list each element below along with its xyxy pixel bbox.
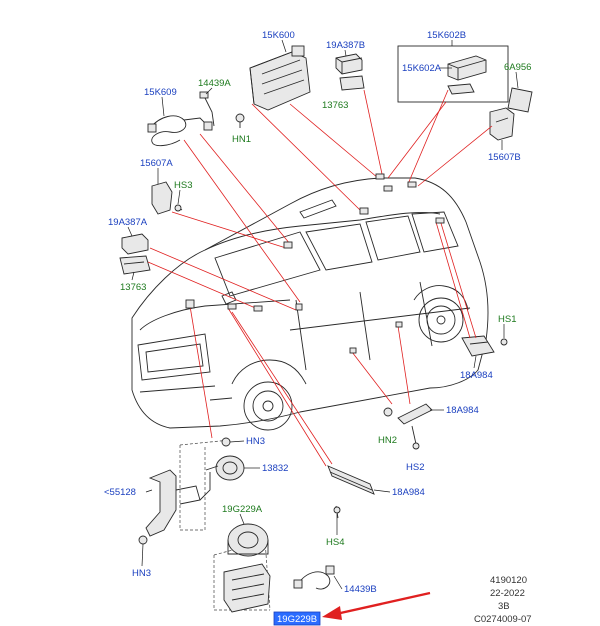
module-15K602A [397, 45, 509, 103]
module-19A387B [335, 53, 365, 91]
bracket-55128 [138, 469, 201, 545]
harness-14439A [199, 91, 215, 127]
cable-18A984-mid [383, 403, 433, 450]
label-14439A: 14439A [198, 78, 231, 89]
label-13763-top: 13763 [322, 100, 348, 111]
module-15K600 [249, 45, 311, 111]
highlighted-part-19G229B[interactable]: 19G229B [273, 611, 321, 626]
footer-line-4: C0274009-07 [474, 614, 532, 625]
label-19G229B: 19G229B [277, 614, 317, 625]
label-ticks [127, 39, 519, 590]
cable-18A984-bottom [327, 465, 375, 519]
footer-line-2: 22-2022 [490, 588, 525, 599]
label-15607A: 15607A [140, 158, 173, 169]
footer-line-1: 4190120 [490, 575, 527, 586]
bracket-15607A [151, 181, 183, 215]
label-HS4: HS4 [326, 537, 344, 548]
label-19A387B: 19A387B [326, 40, 365, 51]
label-14439B: 14439B [344, 584, 377, 595]
label-55128: <55128 [104, 487, 136, 498]
diagram-footer: 4190120 22-2022 3B C0274009-07 [474, 575, 532, 625]
horn-13832 [199, 437, 245, 501]
label-6A956: 6A956 [504, 62, 531, 73]
fastener-HN1 [235, 113, 245, 128]
sticker-6A956 [507, 87, 533, 113]
label-18A984-c: 18A984 [392, 487, 425, 498]
label-19A387A: 19A387A [108, 217, 148, 228]
label-HN3-b: HN3 [132, 568, 151, 579]
label-15K600: 15K600 [262, 30, 295, 41]
sounder-19G229B [223, 563, 271, 613]
label-HN1: HN1 [232, 134, 251, 145]
harness-15K609 [147, 115, 213, 147]
label-HN3-a: HN3 [246, 436, 265, 447]
label-13763-left: 13763 [120, 282, 146, 293]
label-HS1: HS1 [498, 314, 516, 325]
label-15K602B: 15K602B [427, 30, 466, 41]
module-19A387A [119, 233, 151, 275]
label-HS3: HS3 [174, 180, 192, 191]
label-15K602A: 15K602A [402, 63, 442, 74]
part-labels: 15K600 15K602B 15K602A 19A387B 13763 6A9… [104, 30, 531, 595]
footer-line-3: 3B [498, 601, 510, 612]
bracket-15607B [489, 107, 515, 141]
label-15K609: 15K609 [144, 87, 177, 98]
label-19G229A: 19G229A [222, 504, 263, 515]
label-18A984-a: 18A984 [460, 370, 493, 381]
harness-14439B [293, 565, 335, 590]
mount-markers [185, 173, 445, 354]
label-13832: 13832 [262, 463, 288, 474]
leader-lines [147, 89, 493, 467]
label-HN2: HN2 [378, 435, 397, 446]
label-15607B: 15607B [488, 152, 521, 163]
vehicle-outline [131, 177, 489, 431]
siren-19G229A [227, 523, 269, 557]
pointer-arrow [322, 591, 431, 620]
label-18A984-b: 18A984 [446, 405, 479, 416]
label-HS2: HS2 [406, 462, 424, 473]
cable-18A984-right [461, 335, 508, 357]
